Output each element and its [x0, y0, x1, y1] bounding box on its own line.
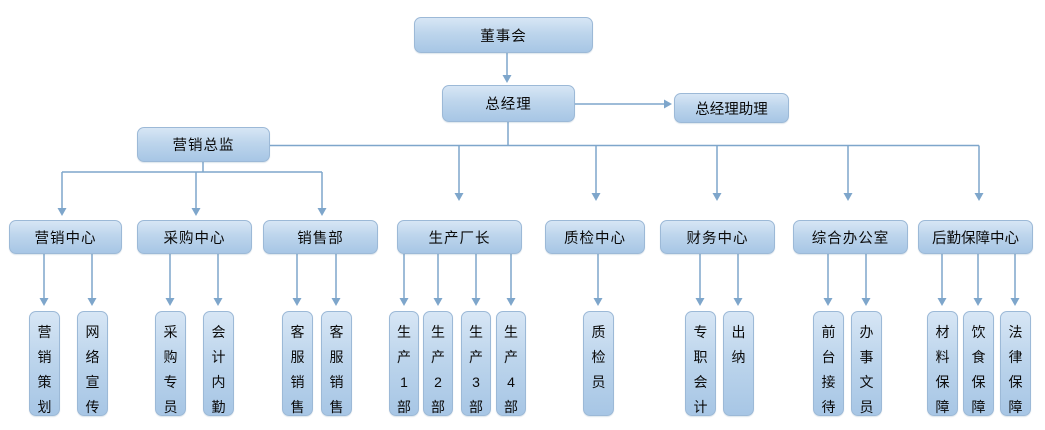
org-node-dept-finance-center[interactable]: 财务中心 [660, 220, 775, 254]
org-node-role-accounting-clerk[interactable]: 会计内勤 [203, 311, 234, 416]
org-node-dept-logistics-center[interactable]: 后勤保障中心 [918, 220, 1033, 254]
org-node-dept-quality-center[interactable]: 质检中心 [545, 220, 645, 254]
org-node-dept-purchasing-center[interactable]: 采购中心 [137, 220, 252, 254]
org-node-role-web-promotion[interactable]: 网络宣传 [77, 311, 108, 416]
org-node-marketing-director[interactable]: 营销总监 [137, 127, 270, 162]
org-node-role-catering-support[interactable]: 饮食保障 [963, 311, 994, 416]
org-node-dept-sales[interactable]: 销售部 [263, 220, 378, 254]
org-node-role-quality-inspector[interactable]: 质检员 [583, 311, 614, 416]
org-node-general-manager[interactable]: 总经理 [442, 85, 575, 122]
org-node-role-full-time-accountant[interactable]: 专职会计 [685, 311, 716, 416]
org-node-dept-general-office[interactable]: 综合办公室 [793, 220, 908, 254]
org-node-gm-assistant[interactable]: 总经理助理 [674, 93, 789, 123]
org-node-role-legal-support[interactable]: 法律保障 [1000, 311, 1031, 416]
org-node-role-material-support[interactable]: 材料保障 [927, 311, 958, 416]
org-node-role-service-sales-2[interactable]: 客服销售 [321, 311, 352, 416]
org-node-role-receptionist[interactable]: 前台接待 [813, 311, 844, 416]
org-node-role-marketing-planning[interactable]: 营销策划 [29, 311, 60, 416]
org-node-role-purchasing-specialist[interactable]: 采购专员 [155, 311, 186, 416]
org-node-board[interactable]: 董事会 [414, 17, 593, 53]
org-node-role-cashier[interactable]: 出纳 [723, 311, 754, 416]
org-node-role-office-clerk[interactable]: 办事文员 [851, 311, 882, 416]
org-node-dept-marketing-center[interactable]: 营销中心 [9, 220, 122, 254]
org-node-role-service-sales-1[interactable]: 客服销售 [282, 311, 313, 416]
org-node-dept-production-director[interactable]: 生产厂长 [397, 220, 522, 254]
